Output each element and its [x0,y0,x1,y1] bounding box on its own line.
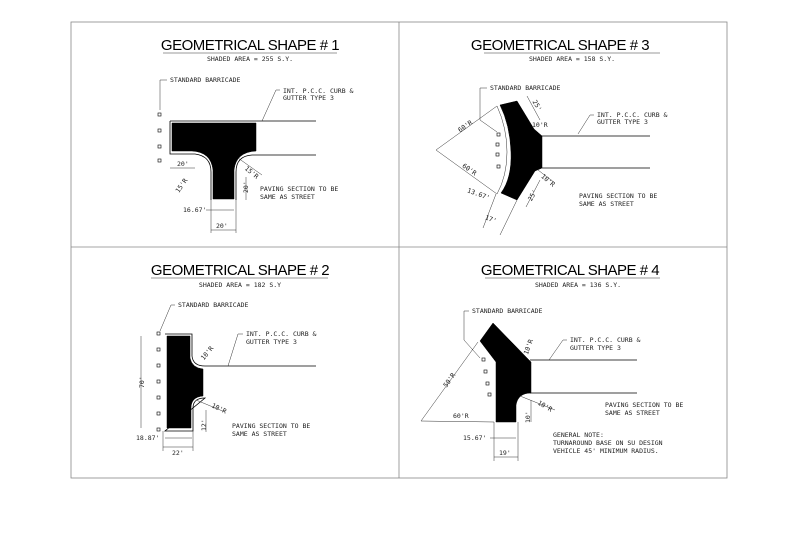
paving-note-line-1: PAVING SECTION TO BE [579,192,657,200]
paving-note-line-2: SAME AS STREET [605,409,660,417]
inner-arc [496,105,508,195]
barricades [157,112,162,163]
panel-title: GEOMETRICAL SHAPE # 3 [471,37,649,54]
road-outline [169,120,316,200]
shaded-area-label: SHADED AREA = 158 S.Y. [529,55,615,63]
curb-leader [261,89,280,122]
dim-label: 10'R [210,402,228,416]
dim-label: 12' [200,419,208,431]
shaded-area [479,322,532,423]
barricade-leader [159,79,167,110]
curb-label-line-1: INT. P.C.C. CURB & [597,111,668,119]
dim-label: 18.87' [136,434,159,442]
dim-label: 20' [177,160,189,168]
curb-label-line-2: GUTTER TYPE 3 [597,118,648,126]
curb-leader [227,333,243,367]
barricades [156,331,161,432]
paving-note-line-2: SAME AS STREET [579,200,634,208]
paving-note-line-1: PAVING SECTION TO BE [260,185,338,193]
curb-label-line-1: INT. P.C.C. CURB & [570,336,641,344]
shaded-area [171,122,257,200]
curb-label-line-2: GUTTER TYPE 3 [570,344,621,352]
barricade-label: STANDARD BARRICADE [170,76,241,84]
dim-label: 60'R [457,119,474,135]
curb-label-line-1: INT. P.C.C. CURB & [283,87,354,95]
barricade-leader [479,87,498,133]
paving-note-line-1: PAVING SECTION TO BE [605,401,683,409]
dim-label: 70' [138,376,146,388]
general-note-line-1: TURNAROUND BASE ON SU DESIGN [553,439,663,447]
panel-shape-2: GEOMETRICAL SHAPE # 2 SHADED AREA = 182 … [136,262,330,457]
shaded-area [166,335,204,429]
paving-note-line-1: PAVING SECTION TO BE [232,422,310,430]
barricades [495,132,501,169]
dim-label: 15.67' [463,434,486,442]
dim-label: 10'R [199,345,215,362]
panel-title: GEOMETRICAL SHAPE # 1 [161,37,339,54]
dim-label: 15'R [243,164,260,180]
dim-label: 20' [216,222,228,230]
dim-label: 17' [484,214,498,226]
dim-label: 19' [499,449,511,457]
dim-label: 10'R [539,172,556,188]
paving-note-line-2: SAME AS STREET [232,430,287,438]
panel-title: GEOMETRICAL SHAPE # 4 [481,262,659,279]
curb-leader [577,114,594,135]
radius-line [420,420,495,423]
dim-label: 60'R [461,162,478,178]
barricade-leader [159,304,175,332]
barricade-leader [463,310,481,359]
curb-label-line-1: INT. P.C.C. CURB & [246,330,317,338]
shaded-area-label: SHADED AREA = 136 S.Y. [535,281,621,289]
general-note-line-2: VEHICLE 45' MINIMUM RADIUS. [553,447,659,455]
curb-label-line-2: GUTTER TYPE 3 [283,94,334,102]
curb-label-line-2: GUTTER TYPE 3 [246,338,297,346]
dim-label: 10' [524,411,532,423]
barricades [481,357,492,397]
dim-label: 10'R [522,338,535,356]
paving-note-line-2: SAME AS STREET [260,193,315,201]
radius-line [435,105,498,151]
road-outline [542,135,650,169]
panel-shape-3: GEOMETRICAL SHAPE # 3 SHADED AREA = 158 … [435,37,668,236]
general-note-title: GENERAL NOTE: [553,431,604,439]
dim-label: 60'R [453,412,469,420]
radius-line [435,149,498,195]
shaded-area-label: SHADED AREA = 255 S.Y. [207,55,293,63]
panel-shape-1: GEOMETRICAL SHAPE # 1 SHADED AREA = 255 … [157,37,354,233]
dim-label: 13.67' [466,187,491,203]
dim-label: 10'R [532,121,548,129]
barricade-label: STANDARD BARRICADE [178,301,249,309]
panel-title: GEOMETRICAL SHAPE # 2 [151,262,329,279]
shaded-area [499,100,543,201]
dim-label: 16.67' [183,206,206,214]
dim-label: 10'R [536,399,554,414]
panel-shape-4: GEOMETRICAL SHAPE # 4 SHADED AREA = 136 … [420,262,683,461]
shaded-area-label: SHADED AREA = 182 S.Y [199,281,281,289]
dim-label: 22' [172,449,184,457]
dim-label: 25' [526,188,539,202]
curb-leader [548,339,567,361]
road-outline [530,359,637,394]
dim-label: 15'R [174,177,190,194]
barricade-label: STANDARD BARRICADE [472,307,543,315]
road-outline [163,333,316,432]
radius-line [420,341,479,422]
barricade-label: STANDARD BARRICADE [490,84,561,92]
